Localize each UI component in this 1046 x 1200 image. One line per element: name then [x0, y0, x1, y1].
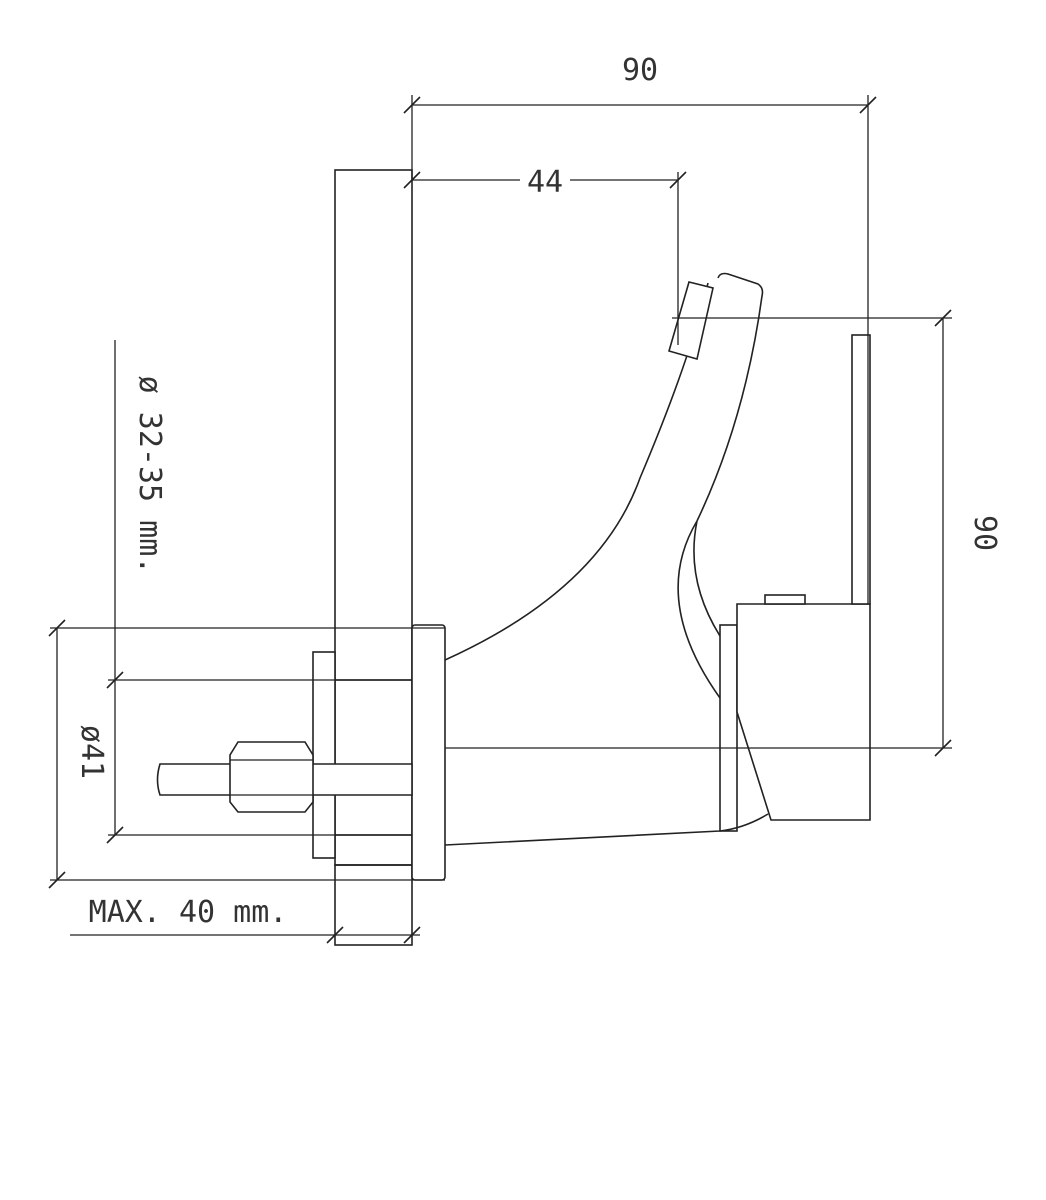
dimension-lines — [48, 95, 952, 944]
washer — [312, 651, 336, 859]
dim-overall-width: 90 — [622, 53, 658, 88]
flange — [411, 624, 446, 881]
mounting-hardware — [156, 624, 446, 881]
aerator — [668, 281, 714, 361]
dim-flange-diameter: ø41 — [74, 725, 109, 779]
countertop-section — [334, 169, 413, 946]
faucet-body — [444, 272, 871, 846]
nut — [229, 741, 314, 813]
dim-height: 90 — [967, 515, 1002, 551]
dim-spout-reach: 44 — [527, 165, 563, 200]
cartridge-body — [736, 603, 871, 821]
dim-max-thickness: MAX. 40 mm. — [89, 895, 288, 930]
lever-handle — [851, 334, 871, 605]
lever-pivot — [764, 594, 806, 605]
dim-hole-diameter: ø 32-35 mm. — [132, 376, 167, 575]
